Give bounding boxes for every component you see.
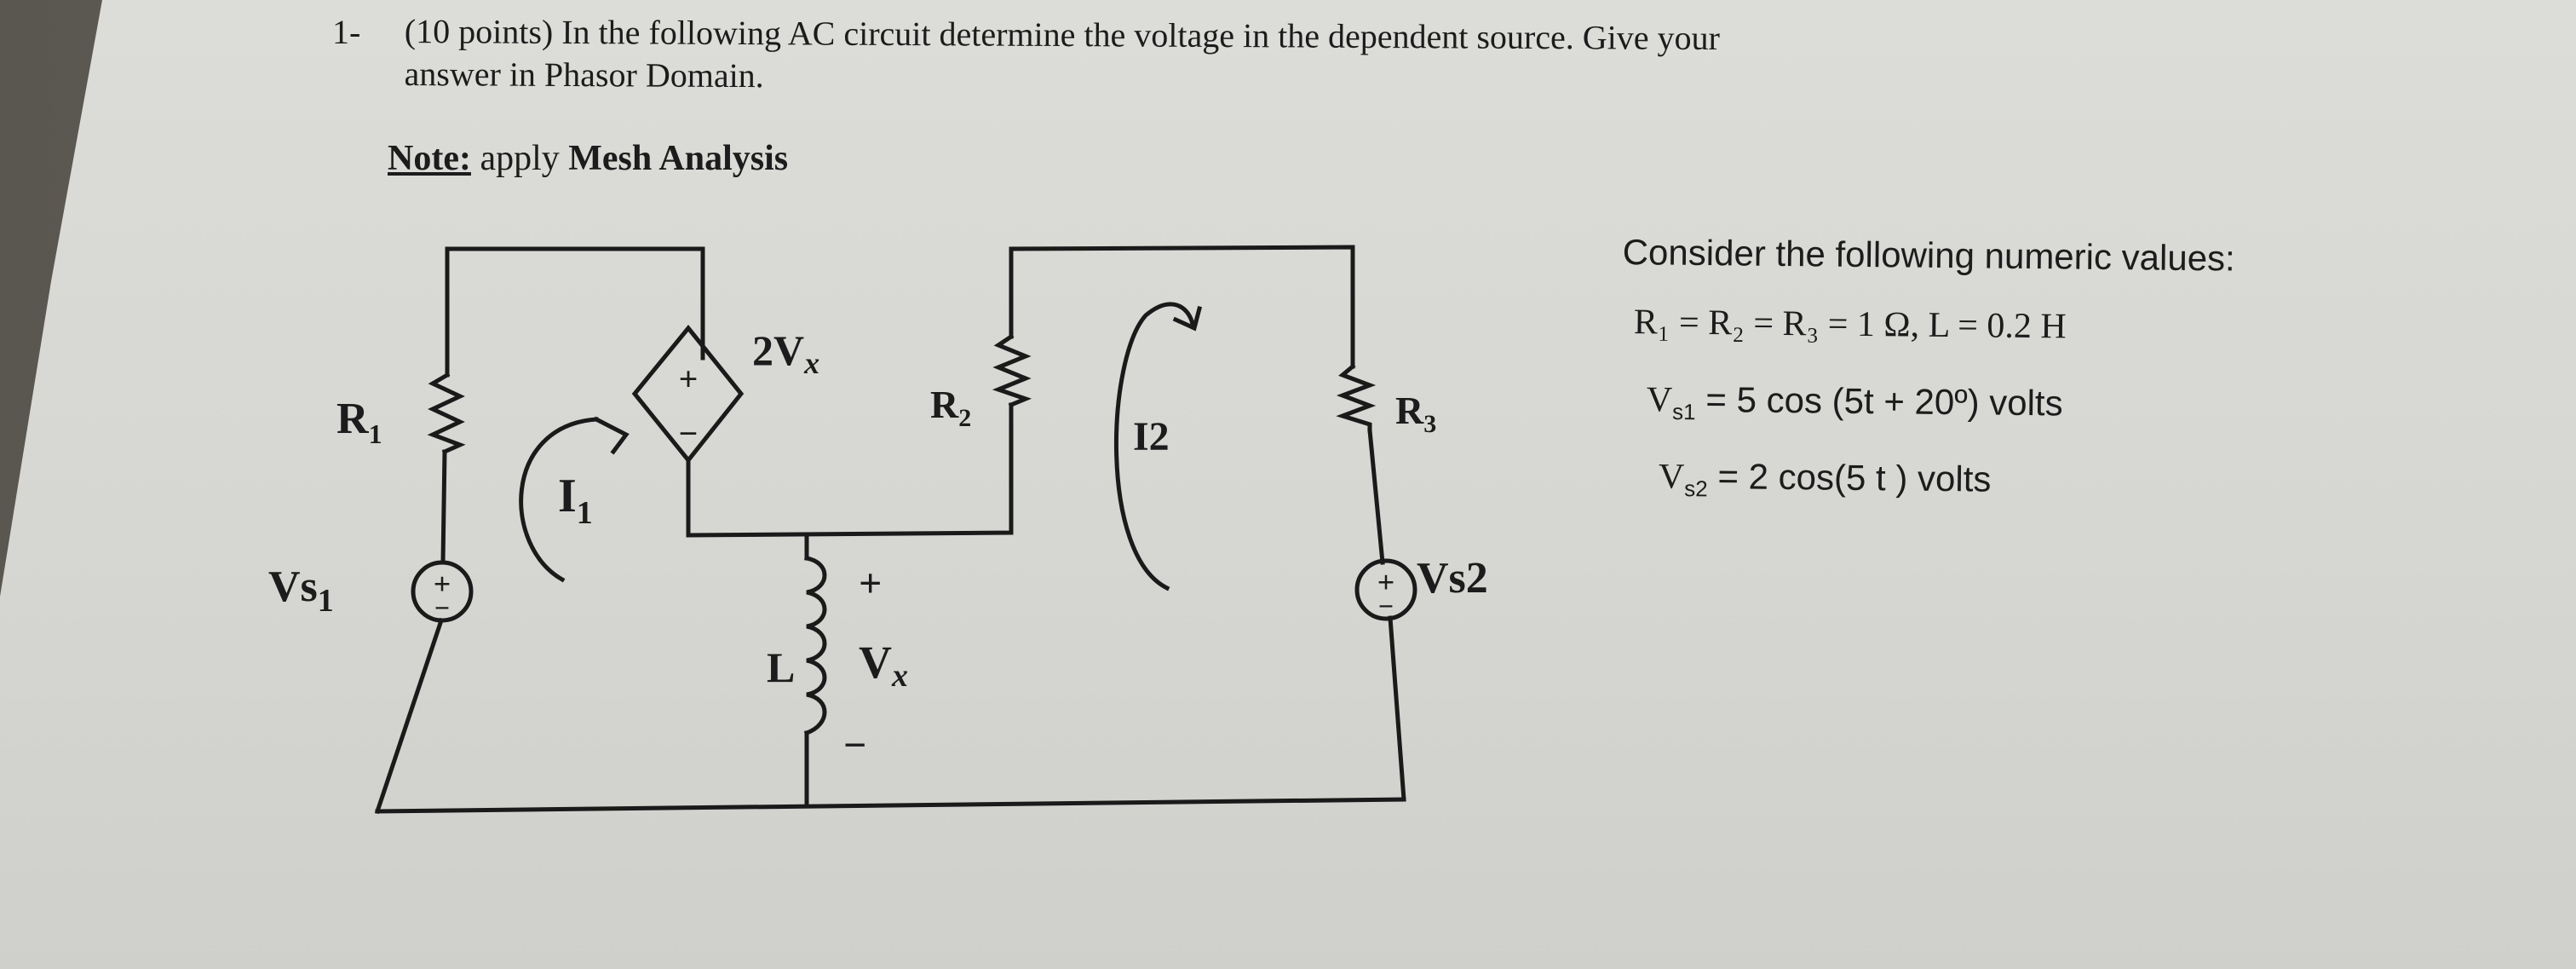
dep-minus: −	[679, 414, 699, 453]
vs2-minus: −	[1378, 591, 1394, 621]
values-vs1: Vs1 = 5 cos (5t + 20º) volts	[1646, 378, 2063, 425]
vs1-minus: −	[434, 592, 450, 623]
mesh1-arrowhead	[593, 416, 630, 455]
vs2-source	[1354, 558, 1417, 621]
inductor-coil	[803, 556, 827, 736]
vx-label: Vx	[859, 637, 908, 694]
mesh2-label: I2	[1133, 414, 1170, 459]
note-text: apply	[480, 139, 560, 178]
dep-plus: +	[679, 360, 699, 398]
values-resistors-inductor: R₁ = R₂ = R₃ = 1 Ω, L = 0.2 H	[1633, 303, 2067, 347]
wire-right-lower	[1388, 615, 1406, 802]
wire-left-side-mid	[440, 449, 447, 565]
values-vs2: Vs2 = 2 cos(5 t ) volts	[1658, 456, 1992, 502]
wire-right-mid	[1367, 428, 1385, 565]
dep-source-label: 2Vx	[752, 326, 819, 380]
note: Note: apply Mesh Analysis	[388, 138, 788, 179]
wire-left-top	[445, 246, 705, 360]
r2-label: R2	[930, 383, 971, 432]
r3-label: R3	[1395, 389, 1436, 438]
values-heading: Consider the following numeric values:	[1622, 232, 2235, 279]
problem-number: 1-	[332, 13, 361, 51]
dependent-source	[631, 325, 745, 464]
vx-plus: +	[859, 561, 882, 606]
vs1-label: Vs1	[268, 562, 334, 619]
wire-left-side-lower	[374, 617, 445, 815]
note-label: Note:	[388, 139, 471, 178]
wire-right-top	[1009, 245, 1355, 369]
r3-resistor	[1336, 363, 1377, 433]
mesh2-arrow	[1114, 302, 1196, 591]
vs1-source	[411, 560, 474, 623]
mesh1-arrow	[519, 417, 599, 583]
note-method: Mesh Analysis	[568, 139, 789, 178]
vs2-label: Vs2	[1417, 554, 1488, 603]
wire-bottom	[375, 797, 1406, 814]
r1-resistor	[427, 372, 466, 455]
vx-minus: −	[843, 723, 866, 768]
vs2-plus: +	[1377, 565, 1395, 599]
inductor-label: L	[767, 643, 795, 691]
r1-label: R1	[336, 395, 382, 449]
r2-resistor	[992, 333, 1032, 408]
vs1-plus: +	[434, 567, 451, 601]
mesh1-label: I1	[558, 470, 593, 531]
wire-dep-to-junction	[686, 402, 1014, 538]
mesh2-arrowhead	[1172, 305, 1203, 332]
